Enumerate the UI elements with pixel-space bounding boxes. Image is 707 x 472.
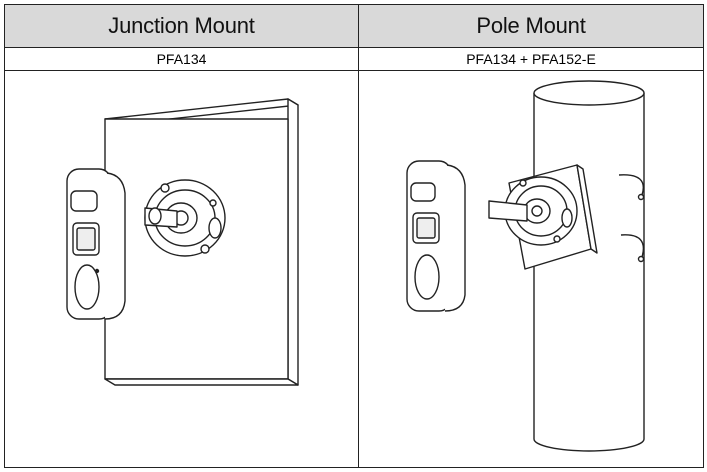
bracket-arm — [488, 200, 528, 222]
illustration-row — [4, 70, 704, 468]
pole — [533, 93, 645, 452]
pole-mount-model: PFA134 + PFA152-E — [358, 47, 704, 71]
header-row: Junction Mount Pole Mount — [4, 4, 704, 48]
junction-mount-model: PFA134 — [4, 47, 359, 71]
model-row: PFA134 PFA134 + PFA152-E — [4, 47, 704, 71]
junction-mount-illustration-cell — [4, 70, 359, 468]
mount-comparison-table: Junction Mount Pole Mount PFA134 PFA134 … — [4, 4, 704, 468]
camera-wall-junction-mount-illustration — [66, 98, 299, 386]
camera-pole-mount-illustration — [406, 80, 645, 452]
pole-mount-header: Pole Mount — [358, 4, 704, 48]
pole-mount-illustration-cell — [358, 70, 704, 468]
junction-mount-header: Junction Mount — [4, 4, 359, 48]
